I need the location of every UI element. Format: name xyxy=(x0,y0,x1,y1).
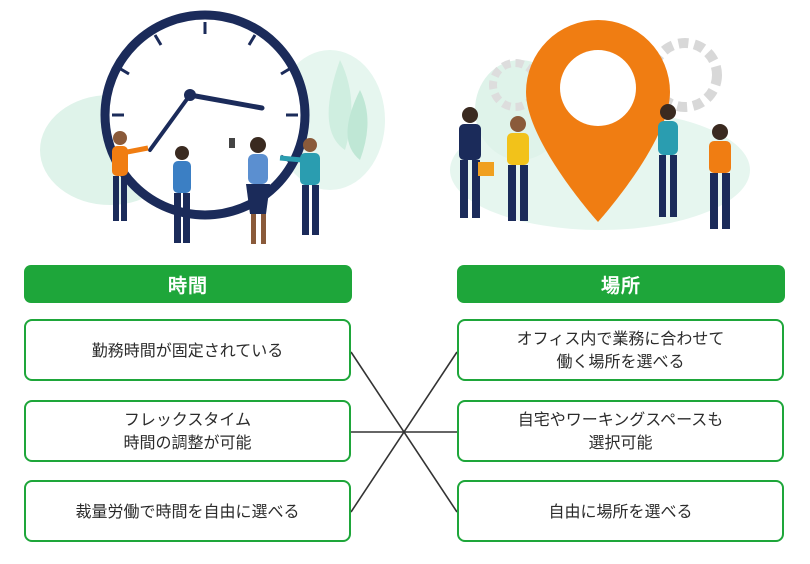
time-item-fixed-hours: 勤務時間が固定されている xyxy=(24,319,351,381)
time-item-discretionary: 裁量労働で時間を自由に選べる xyxy=(24,480,351,542)
person-icon xyxy=(709,124,731,229)
map-pin-with-people-illustration xyxy=(450,20,750,230)
person-icon xyxy=(658,104,678,217)
time-item-flextime: フレックスタイム 時間の調整が可能 xyxy=(24,400,351,462)
connector-line xyxy=(350,351,458,513)
header-place: 場所 xyxy=(457,265,785,303)
clock-with-people-illustration xyxy=(40,10,385,244)
place-item-home-coworking: 自宅やワーキングスペースも 選択可能 xyxy=(457,400,784,462)
person-icon xyxy=(459,107,494,218)
clock-hand-hour xyxy=(148,93,192,152)
person-icon xyxy=(279,138,320,235)
connector-line xyxy=(350,351,458,513)
clock-face xyxy=(100,10,310,220)
place-item-free-location: 自由に場所を選べる xyxy=(457,480,784,542)
clock-hand-minute xyxy=(187,92,265,111)
person-icon xyxy=(173,146,191,243)
place-item-office: オフィス内で業務に合わせて 働く場所を選べる xyxy=(457,319,784,381)
person-icon xyxy=(112,131,149,221)
person-icon xyxy=(229,137,270,244)
header-time: 時間 xyxy=(24,265,352,303)
person-icon xyxy=(507,116,529,221)
